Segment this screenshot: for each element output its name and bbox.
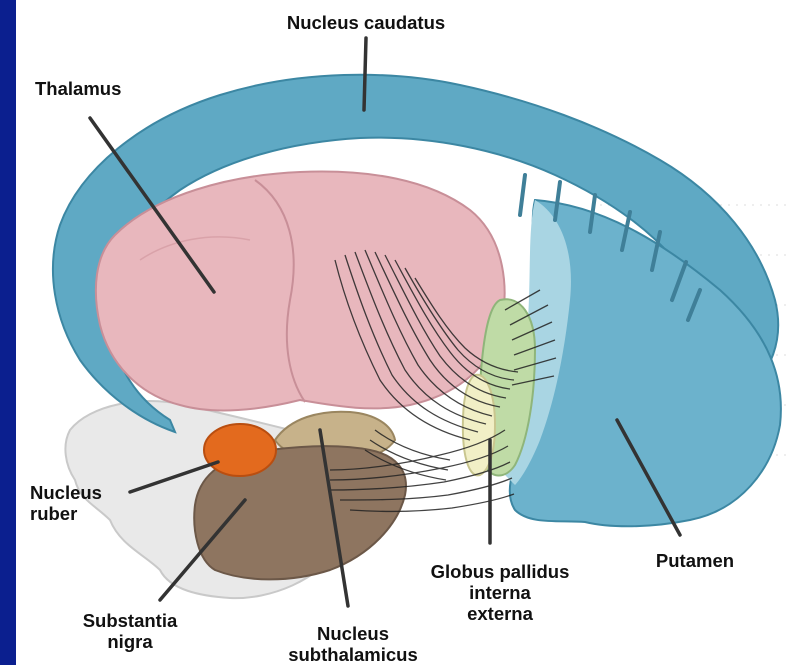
- thalamus-shape: [96, 172, 505, 411]
- label-nucleus-subthalamicus: Nucleus subthalamicus: [268, 623, 438, 665]
- label-nucleus-ruber: Nucleus ruber: [30, 482, 150, 524]
- leader-nucleus-caudatus: [364, 38, 366, 110]
- nucleus-ruber-shape: [204, 424, 276, 476]
- label-thalamus: Thalamus: [35, 78, 175, 99]
- label-substantia-nigra: Substantia nigra: [50, 610, 210, 652]
- label-globus-pallidus: Globus pallidus interna externa: [405, 561, 595, 624]
- label-putamen: Putamen: [625, 550, 765, 571]
- label-nucleus-caudatus: Nucleus caudatus: [255, 12, 477, 33]
